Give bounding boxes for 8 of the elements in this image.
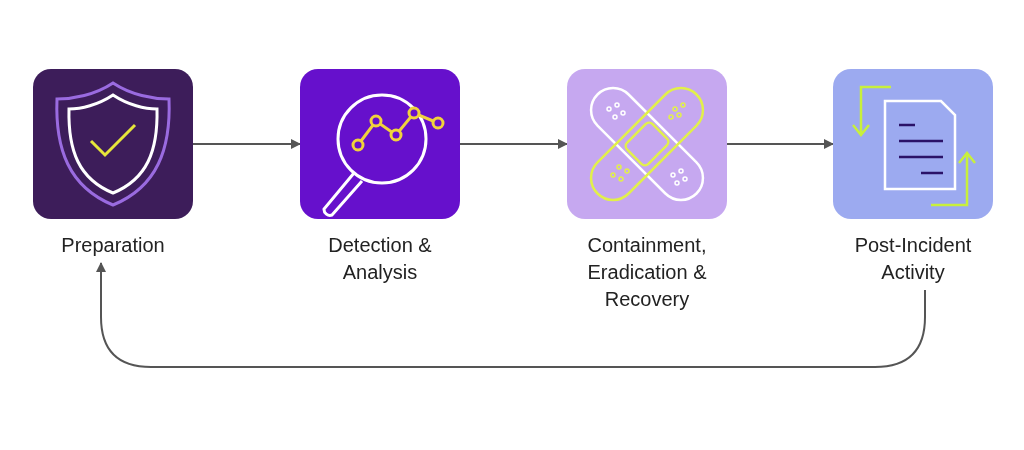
step-label: Detection & Analysis [327, 233, 433, 285]
arrow [459, 139, 568, 149]
step-label: Post-Incident Activity [853, 233, 973, 285]
step-label: Containment, Eradication & Recovery [586, 233, 708, 312]
arrow [96, 262, 926, 368]
arrow [192, 139, 301, 149]
arrow [726, 139, 834, 149]
step-label: Preparation [60, 233, 166, 258]
